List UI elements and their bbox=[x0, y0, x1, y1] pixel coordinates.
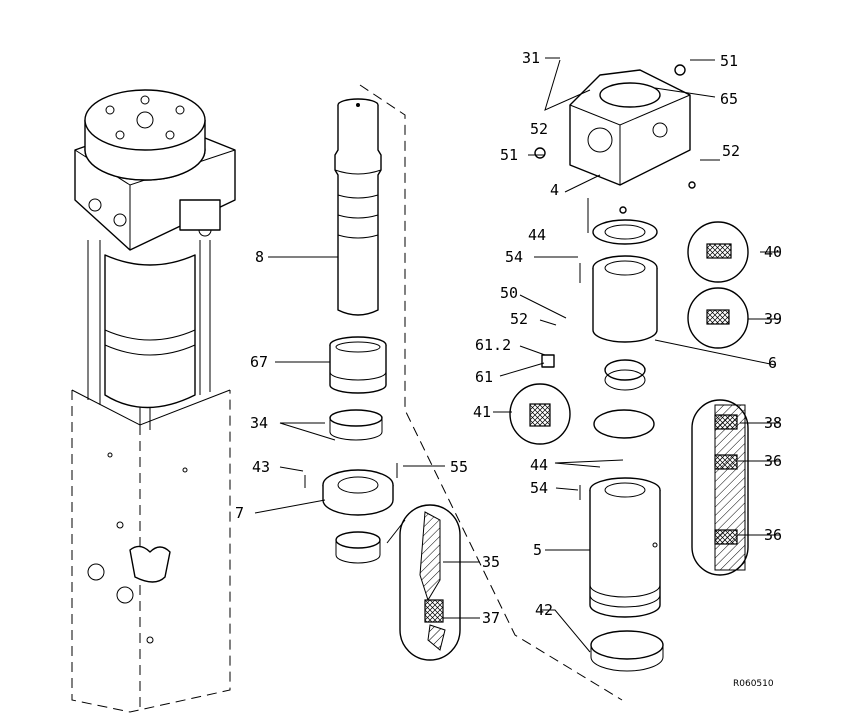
callout-51-top: 51 bbox=[720, 52, 738, 70]
callout-42: 42 bbox=[535, 601, 553, 619]
callout-44-top: 44 bbox=[528, 226, 546, 244]
bushing bbox=[329, 336, 387, 394]
middle-parts bbox=[304, 84, 623, 701]
callout-61-2: 61.2 bbox=[475, 336, 511, 354]
right-parts bbox=[509, 59, 749, 672]
front-head bbox=[569, 69, 691, 186]
callout-67: 67 bbox=[250, 353, 268, 371]
callout-51-left: 51 bbox=[500, 146, 518, 164]
detail-38-36 bbox=[691, 399, 749, 576]
cylinder-6 bbox=[579, 255, 658, 343]
callout-labels: 31 51 65 52 51 52 4 44 40 8 54 50 52 39 … bbox=[235, 49, 782, 689]
callout-34: 34 bbox=[250, 414, 268, 432]
callout-5: 5 bbox=[533, 541, 542, 559]
callout-52-right: 52 bbox=[722, 142, 740, 160]
piston bbox=[334, 98, 382, 316]
callout-44-bottom: 44 bbox=[530, 456, 548, 474]
callout-4: 4 bbox=[550, 181, 559, 199]
drawing-number: R060510 bbox=[733, 679, 774, 689]
callout-54-bottom: 54 bbox=[530, 479, 548, 497]
callout-41: 41 bbox=[473, 403, 491, 421]
callout-35: 35 bbox=[482, 553, 500, 571]
detail-35-37 bbox=[386, 504, 461, 661]
callout-52-top: 52 bbox=[530, 120, 548, 138]
callout-40: 40 bbox=[764, 243, 782, 261]
callout-6: 6 bbox=[768, 354, 777, 372]
leader-lines bbox=[254, 57, 780, 653]
callout-50: 50 bbox=[500, 284, 518, 302]
callout-65: 65 bbox=[720, 90, 738, 108]
cylinder-5 bbox=[579, 477, 661, 618]
callout-31: 31 bbox=[522, 49, 540, 67]
callout-54-top: 54 bbox=[505, 248, 523, 266]
callout-61: 61 bbox=[475, 368, 493, 386]
callout-43: 43 bbox=[252, 458, 270, 476]
flange bbox=[304, 463, 398, 516]
callout-7: 7 bbox=[235, 504, 244, 522]
assembled-hammer-unit bbox=[71, 89, 236, 713]
callout-38: 38 bbox=[764, 414, 782, 432]
callout-37: 37 bbox=[482, 609, 500, 627]
callout-55: 55 bbox=[450, 458, 468, 476]
callout-8: 8 bbox=[255, 248, 264, 266]
callout-36-top: 36 bbox=[764, 452, 782, 470]
seal-34 bbox=[329, 409, 383, 441]
callout-52-mid: 52 bbox=[510, 310, 528, 328]
callout-39: 39 bbox=[764, 310, 782, 328]
callout-36-bottom: 36 bbox=[764, 526, 782, 544]
